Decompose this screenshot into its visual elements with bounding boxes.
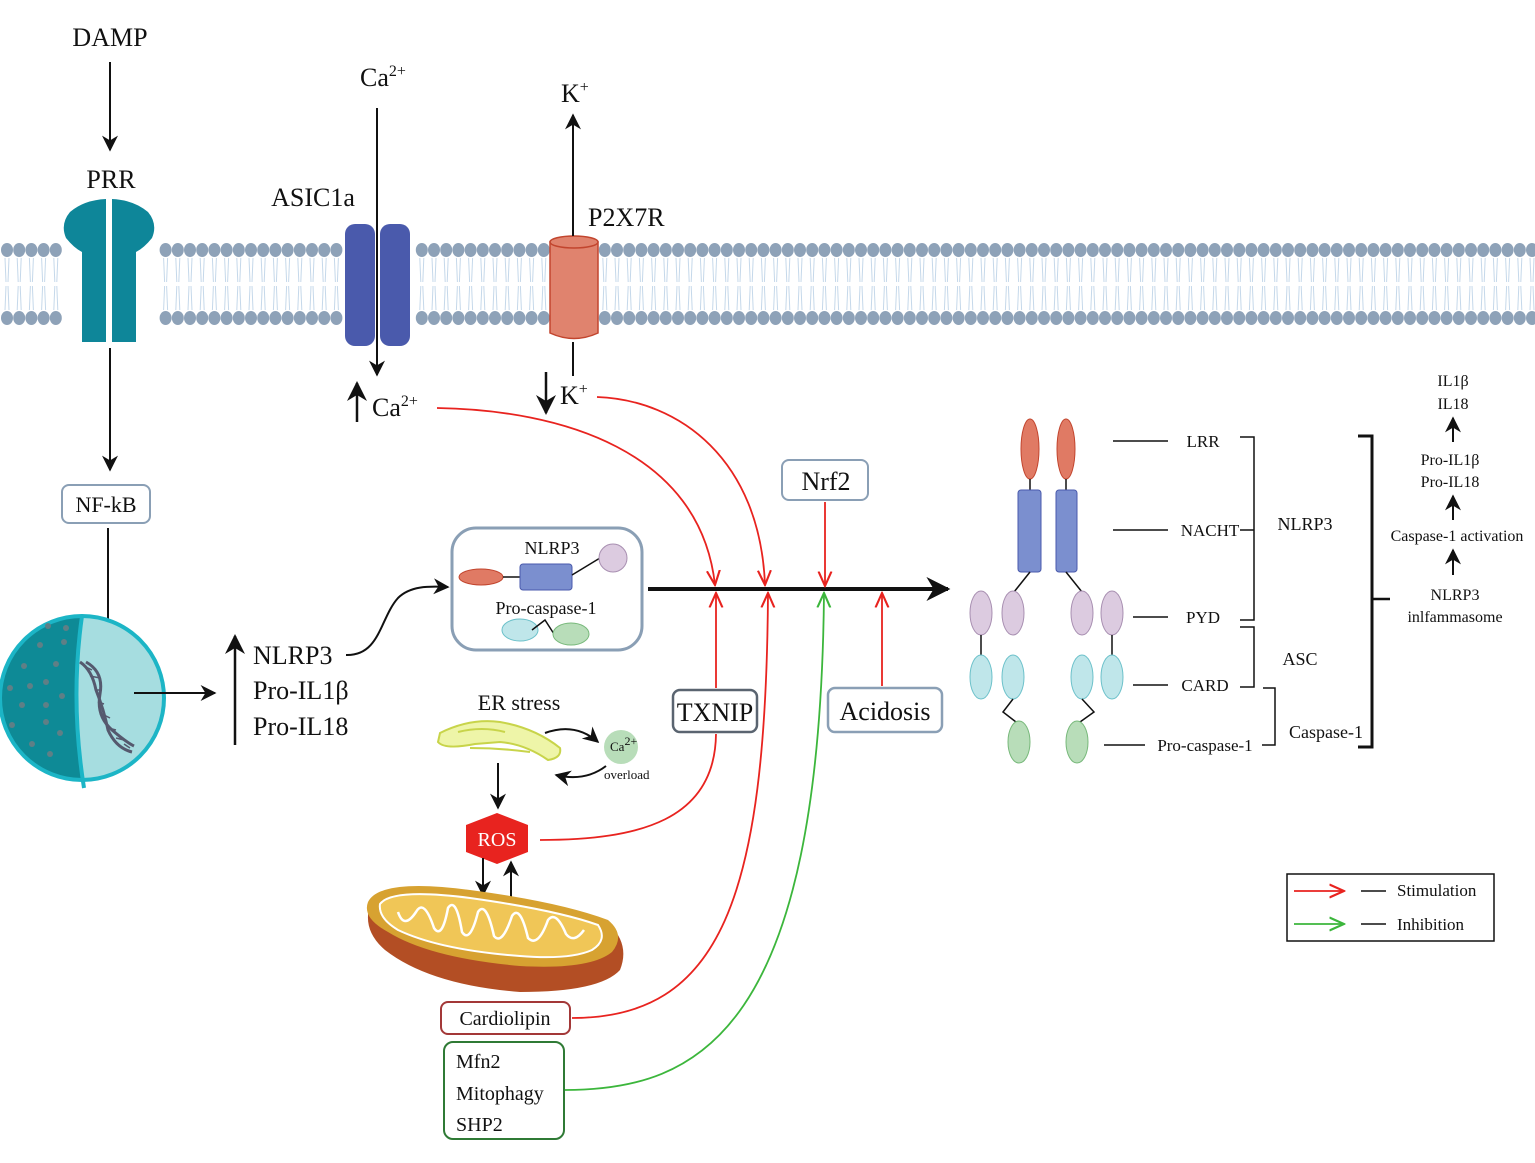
domain-procaspase: Pro-caspase-1 [1157,736,1252,755]
asic1a-channel [345,224,410,346]
caspase-bracket [1262,687,1276,746]
txnip-box [671,688,759,734]
mitochondrion-icon [366,886,624,992]
cascade-pro-il1b: Pro-IL1β [1421,452,1480,469]
acidosis-label: Acidosis [840,697,931,726]
cell-membrane [1,243,1535,325]
asc-bracket [1240,626,1255,688]
complex-procaspase-label: Pro-caspase-1 [496,598,597,618]
domain-card: CARD [1181,676,1228,695]
overload-label: overload [604,767,650,782]
nrf2-label: Nrf2 [801,467,850,496]
k-extracellular-label: K+ [561,79,589,108]
inhibitors-box [443,1041,565,1140]
inflammasome-bracket [1358,434,1374,749]
assembled-inflammasome [969,418,1124,764]
cascade-il1b: IL1β [1437,373,1468,390]
cardiolipin-box [440,1001,571,1035]
er-stress-label: ER stress [478,690,561,715]
inhibitor-mfn2: Mfn2 [456,1051,500,1073]
ros-to-txnip-line [539,733,717,841]
ca-stimulation-arrow [436,407,715,585]
p2x7r-label: P2X7R [588,203,665,232]
complex-nlrp3-label: NLRP3 [524,538,579,558]
nrf2-box [781,459,869,501]
domain-pyd: PYD [1186,608,1220,627]
prr-label: PRR [86,165,136,194]
cascade-caspase-activation: Caspase-1 activation [1391,528,1524,545]
product-pro-il18: Pro-IL18 [253,712,348,741]
cascade-pro-il18: Pro-IL18 [1421,474,1480,491]
inhibitor-mitophagy: Mitophagy [456,1083,544,1105]
domain-nacht: NACHT [1181,521,1240,540]
nlrp3-bracket [1240,436,1255,621]
p2x7r-channel [549,235,599,340]
nfkb-label: NF-kB [75,492,136,517]
group-nlrp3: NLRP3 [1277,514,1332,534]
product-pro-il1b: Pro-IL1β [253,676,349,705]
caspase-domain-icon [552,622,590,646]
domain-lrr: LRR [1186,432,1220,451]
cascade-il18: IL18 [1437,396,1468,413]
k-intracellular-label: K+ [560,381,588,410]
acidosis-box [826,686,944,734]
asic1a-label: ASIC1a [271,183,355,212]
cardiolipin-stimulation-arrow [571,593,768,1019]
ros-hexagon [466,813,528,864]
nucleus [0,614,166,789]
endoplasmic-reticulum-icon [436,720,562,762]
nacht-domain-icon [519,563,573,591]
lrr-domain-icon [458,568,504,586]
damp-label: DAMP [72,23,147,52]
ca-overload-circle [604,730,638,764]
prr-receptor [63,199,155,342]
nfkb-box [61,484,151,524]
cascade-inflammasome: inlfammasome [1407,609,1502,626]
ca-extracellular-label: Ca2+ [360,63,406,92]
product-nlrp3: NLRP3 [253,641,332,670]
inhibitor-shp2: SHP2 [456,1114,503,1136]
k-stimulation-arrow [596,396,765,585]
legend-stimulation-label: Stimulation [1397,881,1477,900]
ca-to-er-arrow [554,765,607,787]
nlrp3-to-complex-arrow [345,578,450,657]
card-domain-icon [501,618,539,642]
group-caspase-1: Caspase-1 [1289,722,1363,742]
mfn2-inhibition-arrow [564,593,824,1091]
pyd-domain-icon [598,543,628,573]
cardiolipin-label: Cardiolipin [459,1008,550,1030]
legend-inhibition-label: Inhibition [1397,915,1465,934]
legend: Stimulation Inhibition [1286,873,1495,942]
cascade-nlrp3: NLRP3 [1431,587,1480,604]
group-asc: ASC [1282,649,1317,669]
txnip-label: TXNIP [677,698,754,727]
ca-intracellular-label: Ca2+ [372,393,418,422]
ros-label: ROS [478,829,517,851]
er-to-ca-arrow [544,726,600,744]
ca-overload-ion: Ca2+ [610,734,637,754]
